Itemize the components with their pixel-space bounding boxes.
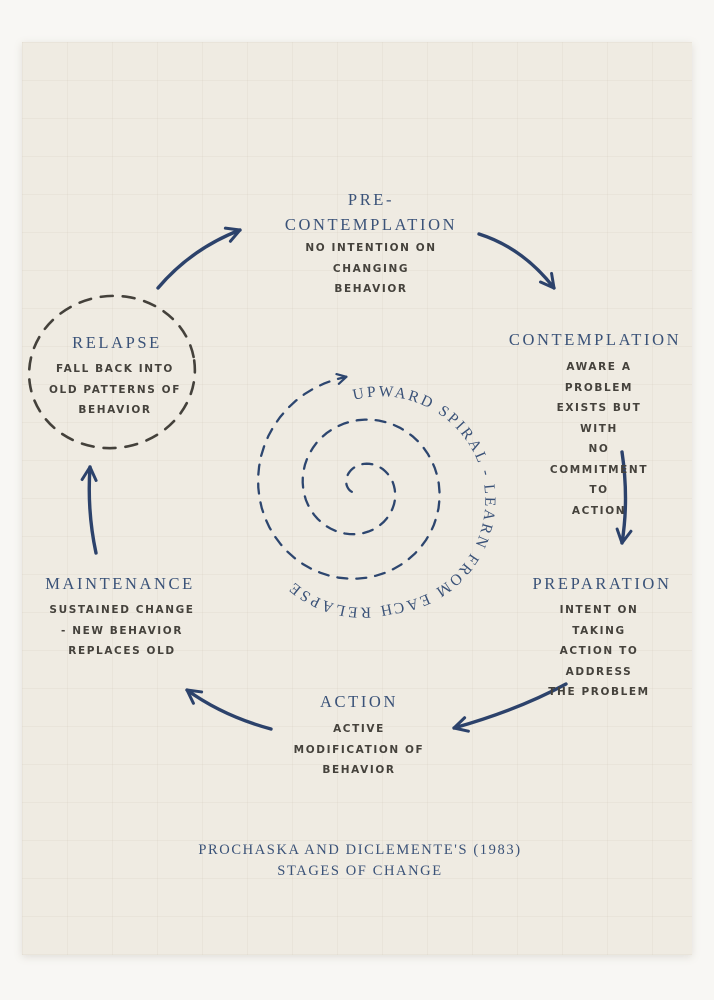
stage-action-label: ACTION <box>320 692 398 711</box>
stage-preparation-description: INTENT ON TAKING ACTION TO ADDRESS THE P… <box>548 604 650 698</box>
stage-maintenance-description: SUSTAINED CHANGE - NEW BEHAVIOR REPLACES… <box>49 604 195 657</box>
stage-pre-contemplation-label: PRE- CONTEMPLATION <box>284 190 458 234</box>
stage-maintenance-label: MAINTENANCE <box>45 574 195 593</box>
stage-pre-contemplation-description: NO INTENTION ON CHANGING BEHAVIOR <box>305 242 437 295</box>
poster-caption: PROCHASKA AND DICLEMENTE'S (1983) STAGES… <box>198 842 522 879</box>
stage-action-description: ACTIVE MODIFICATION OF BEHAVIOR <box>293 723 425 776</box>
stage-contemplation-label: CONTEMPLATION <box>508 330 682 349</box>
stage-preparation-label: PREPARATION <box>532 574 672 593</box>
stage-contemplation-description: AWARE A PROBLEM EXISTS BUT WITH NO COMMI… <box>549 361 649 517</box>
stage-relapse-label: RELAPSE <box>72 333 162 352</box>
stage-relapse-description: FALL BACK INTO OLD PATTERNS OF BEHAVIOR <box>49 363 181 416</box>
